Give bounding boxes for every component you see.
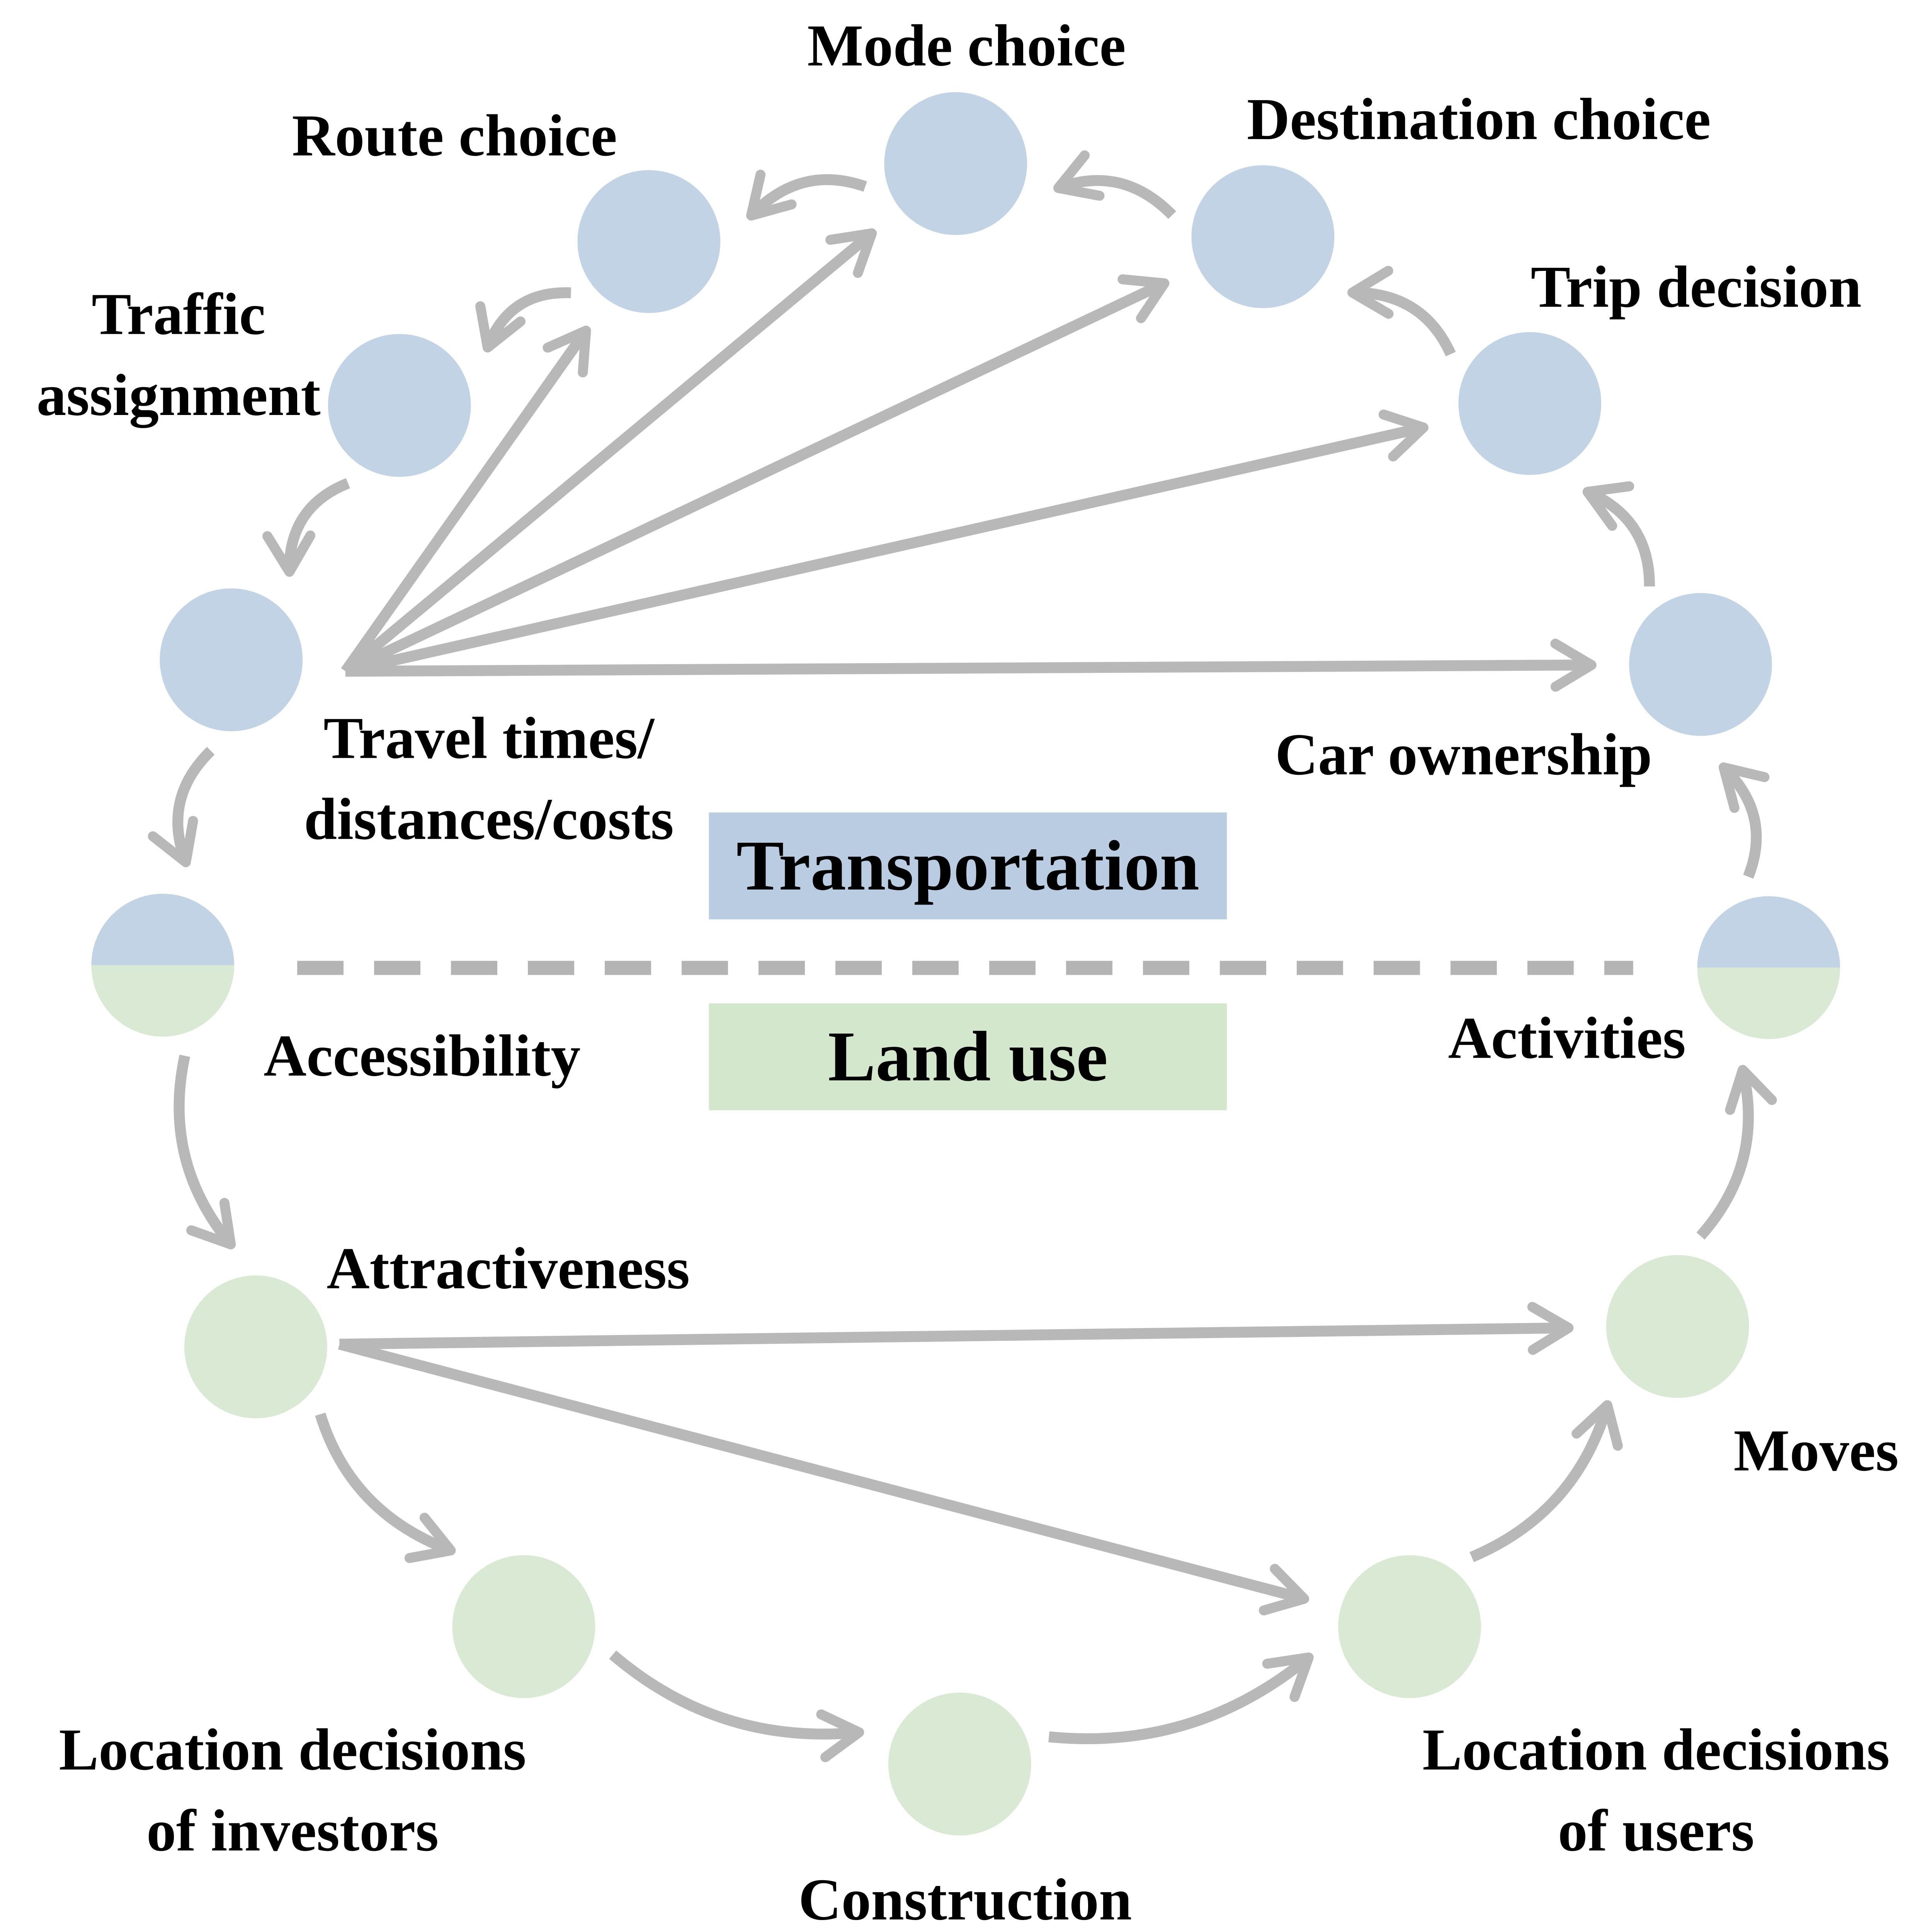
cycle-arrow-travel-times-to-accessibility xyxy=(148,747,215,867)
node-moves xyxy=(1606,1255,1749,1398)
fan-arrow-travel-times-fan-to-car-ownership xyxy=(345,638,1597,692)
fan-arrow-travel-times-fan-to-route-choice xyxy=(341,325,591,675)
cycle-arrow-mode-choice-to-route-choice xyxy=(746,170,867,221)
node-label-route-choice: Route choice xyxy=(292,103,617,168)
node-label-attractiveness: Attractiveness xyxy=(327,1236,690,1301)
node-label-activities: Activities xyxy=(1448,1005,1686,1071)
node-label-mode-choice: Mode choice xyxy=(807,13,1126,78)
legend-label-land-use: Land use xyxy=(828,1017,1108,1096)
node-location-investors xyxy=(452,1555,595,1698)
edges-layer xyxy=(148,150,1777,1762)
nodes-layer xyxy=(91,92,1840,1836)
cycle-arrow-location-users-to-moves xyxy=(1469,1400,1623,1562)
node-traffic-assignment xyxy=(328,334,471,477)
node-trip-decision xyxy=(1458,332,1602,475)
node-location-users xyxy=(1338,1555,1481,1698)
node-accessibility-bottom-half xyxy=(91,965,235,1037)
node-label-construction: Construction xyxy=(798,1867,1132,1932)
node-destination-choice xyxy=(1191,165,1335,308)
node-label-travel-times-line2: distances/costs xyxy=(304,786,674,852)
node-car-ownership xyxy=(1629,593,1772,736)
cycle-arrow-traffic-assignment-to-travel-times xyxy=(262,478,350,577)
node-attractiveness xyxy=(184,1275,327,1418)
node-label-traffic-assignment-line2: assignment xyxy=(37,362,321,428)
node-label-location-investors-line1: Location decisions xyxy=(59,1717,526,1782)
node-label-trip-decision: Trip decision xyxy=(1531,254,1862,320)
node-label-travel-times-line1: Travel times/ xyxy=(323,706,655,771)
node-label-car-ownership: Car ownership xyxy=(1275,722,1652,787)
cycle-arrow-attractiveness-to-location-investors xyxy=(315,1412,456,1563)
node-label-accessibility: Accessibility xyxy=(264,1023,580,1089)
node-activities-top-half xyxy=(1697,896,1840,968)
node-mode-choice xyxy=(884,92,1027,235)
node-construction xyxy=(888,1692,1031,1836)
cycle-arrow-trip-decision-to-destination-choice xyxy=(1347,265,1456,357)
fan-arrow-travel-times-fan-to-mode-choice xyxy=(342,228,877,676)
node-label-traffic-assignment-line1: Traffic xyxy=(92,281,265,347)
cycle-arrow-route-choice-to-traffic-assignment xyxy=(475,287,571,353)
fan-arrow-attractiveness-fan-to-location-users xyxy=(338,1339,1310,1616)
cycle-arrow-location-investors-to-construction xyxy=(609,1650,864,1762)
node-label-moves: Moves xyxy=(1734,1418,1899,1483)
node-label-destination-choice: Destination choice xyxy=(1247,87,1711,152)
cycle-arrow-accessibility-to-attractiveness xyxy=(173,1054,236,1250)
fan-arrow-attractiveness-fan-to-moves xyxy=(339,1302,1574,1355)
legend-box-land-use xyxy=(709,1003,1227,1111)
node-label-location-users-line2: of users xyxy=(1558,1798,1754,1864)
node-label-location-investors-line2: of investors xyxy=(146,1798,439,1864)
node-travel-times xyxy=(160,588,303,731)
cycle-arrow-activities-to-car-ownership xyxy=(1718,762,1770,879)
legend-box-transportation xyxy=(709,812,1227,920)
cycle-arrow-car-ownership-to-trip-decision xyxy=(1582,481,1655,587)
node-route-choice xyxy=(577,170,721,313)
cycle-arrow-destination-choice-to-mode-choice xyxy=(1053,150,1176,219)
node-activities-bottom-half xyxy=(1697,968,1840,1039)
node-label-location-users-line1: Location decisions xyxy=(1422,1717,1889,1782)
cycle-arrow-construction-to-location-users xyxy=(1048,1652,1314,1744)
fan-arrow-travel-times-fan-to-trip-decision xyxy=(344,409,1429,677)
node-accessibility-top-half xyxy=(91,894,235,965)
fan-arrow-travel-times-fan-to-destination-choice xyxy=(343,274,1170,676)
legend-label-transportation: Transportation xyxy=(736,826,1199,905)
cycle-arrow-moves-to-activities xyxy=(1696,1065,1777,1240)
